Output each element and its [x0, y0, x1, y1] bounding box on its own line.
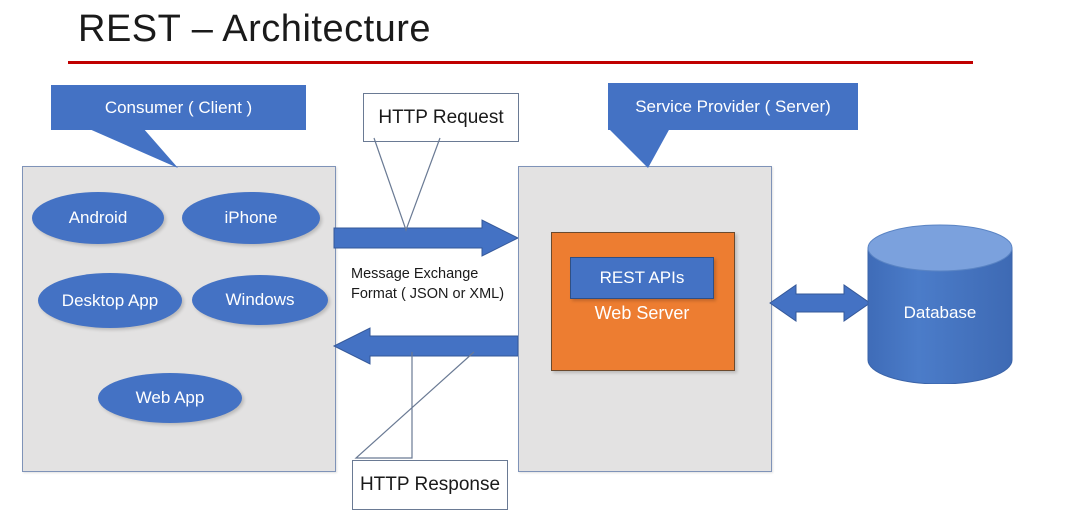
client-node-android[interactable]: Android [32, 192, 164, 244]
callout-service-provider-server[interactable]: Service Provider ( Server) [608, 83, 858, 130]
database-label: Database [903, 303, 977, 322]
database-cylinder-icon[interactable] [866, 224, 1014, 384]
rest-apis-box[interactable]: REST APIs [570, 257, 714, 299]
page-title: REST – Architecture [78, 8, 432, 50]
label-http-response[interactable]: HTTP Response [352, 460, 508, 510]
http-request-arrow-icon [333, 219, 520, 257]
callout-provider-tail-icon [608, 128, 670, 168]
web-server-label: Web Server [594, 303, 690, 323]
title-underline-rule [68, 61, 973, 64]
message-format-line-2: Format ( JSON or XML) [351, 285, 505, 302]
callout-consumer-client[interactable]: Consumer ( Client ) [51, 85, 306, 130]
message-exchange-format-caption: Message Exchange Format ( JSON or XML) [351, 265, 521, 304]
label-http-request[interactable]: HTTP Request [363, 93, 519, 142]
client-node-desktop-app[interactable]: Desktop App [38, 273, 182, 328]
callout-consumer-tail-icon [87, 128, 178, 168]
client-node-iphone[interactable]: iPhone [182, 192, 320, 244]
server-database-bidirectional-arrow-icon [769, 284, 871, 322]
http-request-tail-icon [373, 137, 441, 232]
message-format-line-1: Message Exchange [351, 266, 479, 282]
client-node-web-app[interactable]: Web App [98, 373, 242, 423]
web-server-box[interactable] [551, 232, 735, 371]
client-node-windows[interactable]: Windows [192, 275, 328, 325]
http-response-arrow-icon [332, 327, 519, 365]
http-response-tail-icon [354, 351, 475, 459]
